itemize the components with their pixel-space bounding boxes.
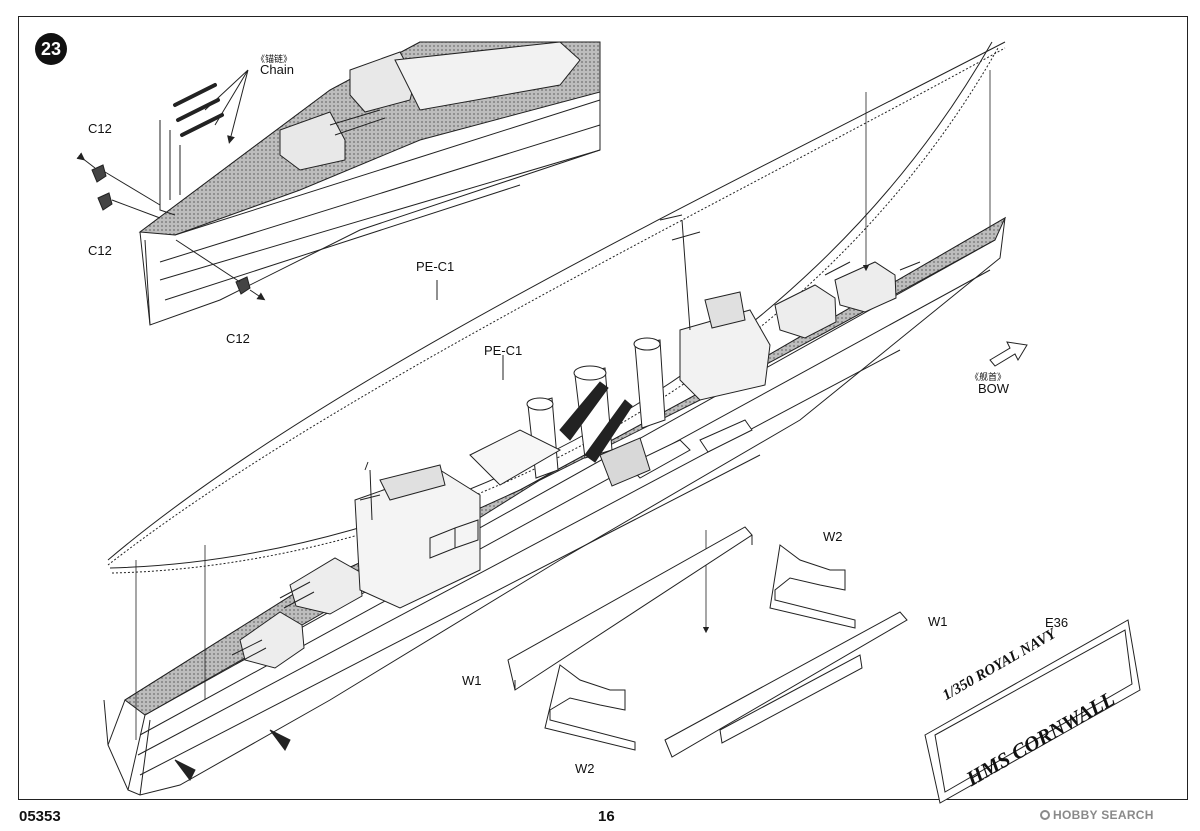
part-label-w2: W2 bbox=[575, 761, 595, 776]
part-label-e36: E36 bbox=[1045, 615, 1069, 630]
bow-direction-arrow bbox=[989, 341, 1028, 367]
watermark-text: HOBBY SEARCH bbox=[1053, 808, 1154, 822]
part-label-c12: C12 bbox=[88, 243, 112, 258]
watermark: HOBBY SEARCH bbox=[1040, 808, 1154, 822]
bow-label: BOW bbox=[978, 381, 1010, 396]
page-frame bbox=[18, 16, 1188, 800]
part-label-w1: W1 bbox=[462, 673, 482, 688]
part-label-pe-c1: PE-C1 bbox=[484, 343, 523, 358]
part-label-c12: C12 bbox=[88, 121, 112, 136]
part-label-w1: W1 bbox=[928, 614, 948, 629]
watermark-logo-icon bbox=[1040, 810, 1050, 820]
bow-label-cn: 《舰首》 bbox=[970, 372, 1007, 382]
anchor-parts bbox=[76, 152, 266, 301]
step-number-badge: 23 bbox=[35, 33, 67, 65]
page-number: 16 bbox=[598, 808, 615, 825]
part-label-pe-c1: PE-C1 bbox=[416, 259, 455, 274]
nameplate bbox=[924, 619, 1141, 804]
product-code: 05353 bbox=[19, 808, 61, 825]
part-label-w2: W2 bbox=[823, 529, 843, 544]
display-stand bbox=[507, 526, 908, 758]
main-ship bbox=[103, 214, 1007, 796]
chain-label: Chain bbox=[260, 62, 294, 77]
chain-label-cn: 《锚链》 bbox=[256, 54, 293, 64]
forward-hull-detail bbox=[138, 41, 601, 326]
guide-lines bbox=[702, 70, 991, 634]
part-label-c12: C12 bbox=[226, 331, 250, 346]
